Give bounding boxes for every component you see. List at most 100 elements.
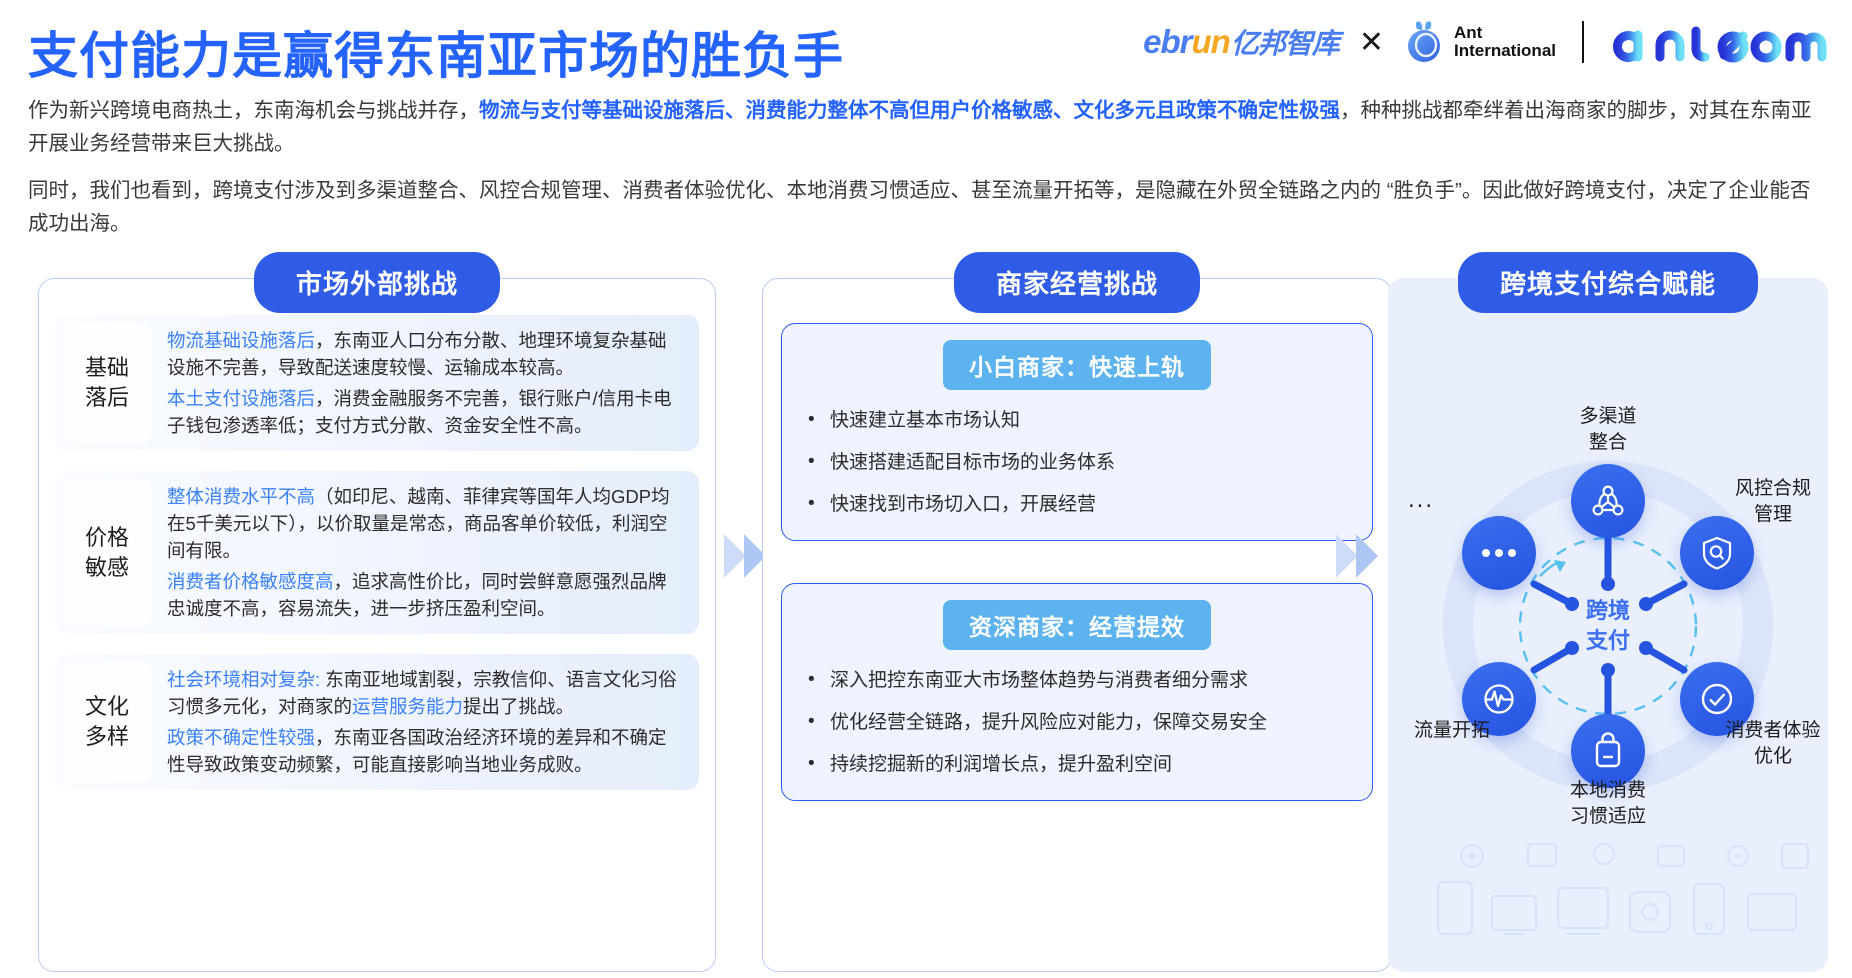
network-share-icon: [1589, 482, 1627, 520]
sub-card-novice-title: 小白商家：快速上轨: [943, 340, 1211, 390]
node-label-risk-compliance: 风控合规 管理: [1708, 476, 1838, 528]
challenge-tag: 价格 敏感: [63, 479, 151, 626]
challenge-row: 基础 落后 物流基础设施落后，东南亚人口分布分散、地理环境复杂基础设施不完善，导…: [55, 315, 699, 451]
node-local-habits[interactable]: [1571, 714, 1645, 788]
arrow-right-icon-2: [1334, 530, 1382, 582]
challenge-paragraph: 消费者价格敏感度高，追求高性价比，同时尝鲜意愿强烈品牌忠诚度不高，容易流失，进一…: [167, 568, 685, 622]
challenge-paragraph: 整体消费水平不高（如印尼、越南、菲律宾等国年人均GDP均在5千美元以下），以价取…: [167, 483, 685, 564]
hub-center-line1: 跨境: [1585, 598, 1630, 623]
challenge-highlight: 整体消费水平不高: [167, 486, 316, 507]
check-circle-icon: [1698, 680, 1736, 718]
hub-diagram: 跨境 支付 多渠道: [1388, 326, 1828, 946]
challenge-paragraph: 本土支付设施落后，消费金融服务不完善，银行账户/信用卡电子钱包渗透率低；支付方式…: [167, 385, 685, 439]
challenge-tag-line2: 敏感: [84, 554, 129, 580]
challenge-highlight-2: 运营服务能力: [352, 696, 464, 717]
intro-paragraph-2: 同时，我们也看到，跨境支付涉及到多渠道整合、风控合规管理、消费者体验优化、本地消…: [28, 179, 1811, 235]
challenge-text: 物流基础设施落后，东南亚人口分布分散、地理环境复杂基础设施不完善，导致配送速度较…: [157, 315, 699, 451]
node-label-multichannel: 多渠道 整合: [1548, 404, 1668, 456]
list-item: 快速建立基本市场认知: [800, 405, 1354, 436]
challenge-rest: ，东南亚人口分布分散、地理环境复杂基础设施不完善，导致配送速度较慢、运输成本较高…: [167, 330, 667, 378]
node-label-line1: 风控合规: [1734, 478, 1811, 499]
logo-group: e br un 亿邦智库 ✕: [1143, 16, 1838, 68]
challenge-paragraph: 物流基础设施落后，东南亚人口分布分散、地理环境复杂基础设施不完善，导致配送速度较…: [167, 327, 685, 381]
challenge-rest-2: 提出了挑战。: [463, 696, 575, 717]
node-label-more: ...: [1408, 486, 1435, 513]
challenge-tag-line2: 多样: [84, 724, 129, 749]
challenge-paragraph: 政策不确定性较强，东南亚各国政治经济环境的差异和不确定性导致政策变动频繁，可能直…: [167, 724, 685, 778]
sub-card-veteran-title: 资深商家：经营提效: [943, 600, 1211, 650]
challenge-row: 价格 敏感 整体消费水平不高（如印尼、越南、菲律宾等国年人均GDP均在5千美元以…: [55, 471, 699, 634]
challenge-rest: ，追求高性价比，同时尝鲜意愿强烈品牌忠诚度不高，容易流失，进一步挤压盈利空间。: [167, 571, 667, 619]
challenge-highlight: 本土支付设施落后: [167, 388, 316, 409]
header: 支付能力是赢得东南亚市场的胜负手 e br un 亿邦智库 ✕: [0, 0, 1852, 84]
intro-block: 作为新兴跨境电商热土，东南海机会与挑战并存，物流与支付等基础设施落后、消费能力整…: [28, 94, 1828, 240]
sub-card-novice: 小白商家：快速上轨 快速建立基本市场认知 快速搭建适配目标市场的业务体系 快速找…: [781, 323, 1373, 541]
ant-international-logo: Ant International: [1404, 20, 1556, 64]
node-traffic-growth[interactable]: [1462, 662, 1536, 736]
panel1-body: 基础 落后 物流基础设施落后，东南亚人口分布分散、地理环境复杂基础设施不完善，导…: [38, 278, 716, 972]
shopping-bag-icon: [1590, 732, 1626, 770]
challenge-text: 整体消费水平不高（如印尼、越南、菲律宾等国年人均GDP均在5千美元以下），以价取…: [157, 471, 699, 634]
challenge-tag-line1: 文化: [84, 694, 129, 719]
ebrun-logo-br: br: [1160, 23, 1193, 60]
hub-center-line2: 支付: [1585, 628, 1630, 653]
node-label-line1: 本地消费: [1569, 780, 1646, 801]
challenge-highlight: 物流基础设施落后: [167, 330, 316, 351]
challenge-highlight: 政策不确定性较强: [167, 727, 316, 748]
ebrun-logo-e: e: [1143, 23, 1161, 60]
ant-international-text: Ant International: [1453, 23, 1556, 60]
arrow-right-icon-1: [722, 530, 770, 582]
panel3-body: 跨境 支付 多渠道: [1388, 278, 1828, 972]
intro-p1-highlight: 物流与支付等基础设施落后、消费能力整体不高但用户价格敏感、文化多元且政策不确定性…: [479, 99, 1340, 122]
shield-search-icon: [1698, 534, 1736, 572]
panel2-title: 商家经营挑战: [953, 252, 1201, 313]
challenge-highlight: 消费者价格敏感度高: [167, 571, 334, 592]
challenge-tag-line1: 价格: [84, 524, 129, 550]
node-label-line1: 多渠道: [1579, 406, 1637, 427]
challenge-rest: ，东南亚各国政治经济环境的差异和不确定性导致政策变动频繁，可能直接影响当地业务成…: [167, 727, 667, 775]
panel1-title: 市场外部挑战: [253, 252, 501, 313]
panel2-body: 小白商家：快速上轨 快速建立基本市场认知 快速搭建适配目标市场的业务体系 快速找…: [762, 278, 1392, 972]
ebrun-logo-un: un: [1191, 23, 1231, 60]
intro-p1-a: 作为新兴跨境电商热土，东南海机会与挑战并存，: [28, 99, 479, 122]
pulse-wave-icon: [1480, 680, 1518, 718]
list-item: 快速搭建适配目标市场的业务体系: [800, 447, 1354, 478]
more-dots-icon: [1479, 546, 1519, 560]
list-item: 快速找到市场切入口，开展经营: [800, 489, 1354, 520]
challenge-highlight: 社会环境相对复杂:: [167, 669, 321, 690]
antom-logo: [1610, 19, 1838, 65]
node-multichannel[interactable]: [1571, 464, 1645, 538]
challenge-rest: 东南亚地域割裂，宗教信仰、语言文化习俗习惯多元化，对商家的: [167, 669, 677, 717]
sub-card-veteran: 资深商家：经营提效 深入把控东南亚大市场整体趋势与消费者细分需求 优化经营全链路…: [781, 583, 1373, 801]
challenge-row: 文化 多样 社会环境相对复杂: 东南亚地域割裂，宗教信仰、语言文化习俗习惯多元化…: [55, 654, 699, 790]
panel3-title: 跨境支付综合赋能: [1457, 252, 1759, 313]
node-label-line1: 消费者体验: [1725, 720, 1821, 741]
node-label-line2: 管理: [1753, 504, 1792, 525]
ebrun-logo-cn: 亿邦智库: [1230, 28, 1340, 59]
node-label-line2: 优化: [1753, 746, 1792, 767]
sub-card-novice-list: 快速建立基本市场认知 快速搭建适配目标市场的业务体系 快速找到市场切入口，开展经…: [800, 405, 1354, 520]
list-item: 持续挖掘新的利润增长点，提升盈利空间: [800, 749, 1354, 780]
challenge-tag-line1: 基础: [84, 355, 129, 380]
node-more[interactable]: [1462, 516, 1536, 590]
challenge-paragraph: 社会环境相对复杂: 东南亚地域割裂，宗教信仰、语言文化习俗习惯多元化，对商家的运…: [167, 666, 685, 720]
node-risk-compliance[interactable]: [1680, 516, 1754, 590]
node-label-line2: 整合: [1588, 432, 1627, 453]
page-title: 支付能力是赢得东南亚市场的胜负手: [28, 28, 844, 84]
intro-paragraph-1: 作为新兴跨境电商热土，东南海机会与挑战并存，物流与支付等基础设施落后、消费能力整…: [28, 94, 1828, 160]
ant-line-2: International: [1453, 41, 1556, 60]
node-label-line2: 习惯适应: [1569, 806, 1646, 827]
panels-row: 市场外部挑战 基础 落后 物流基础设施落后，东南亚人口分布分散、地理环境复杂基础…: [0, 252, 1852, 972]
cross-icon: ✕: [1358, 25, 1384, 59]
ebrun-logo: e br un 亿邦智库: [1143, 22, 1340, 62]
challenge-tag: 文化 多样: [63, 662, 151, 782]
challenge-rest: （如印尼、越南、菲律宾等国年人均GDP均在5千美元以下），以价取量是常态，商品客…: [167, 486, 670, 561]
challenge-text: 社会环境相对复杂: 东南亚地域割裂，宗教信仰、语言文化习俗习惯多元化，对商家的运…: [157, 654, 699, 790]
node-consumer-experience[interactable]: [1680, 662, 1754, 736]
node-label-traffic-growth: 流量开拓: [1382, 718, 1522, 744]
logo-divider: [1582, 21, 1584, 63]
node-label-consumer-experience: 消费者体验 优化: [1698, 718, 1848, 770]
ant-mascot-icon: [1404, 20, 1446, 64]
intro-p1-c: ，种种挑战都牵绊着出海商家的脚步，对其在东南亚开展业务经营带来巨大挑战。: [28, 99, 1812, 155]
